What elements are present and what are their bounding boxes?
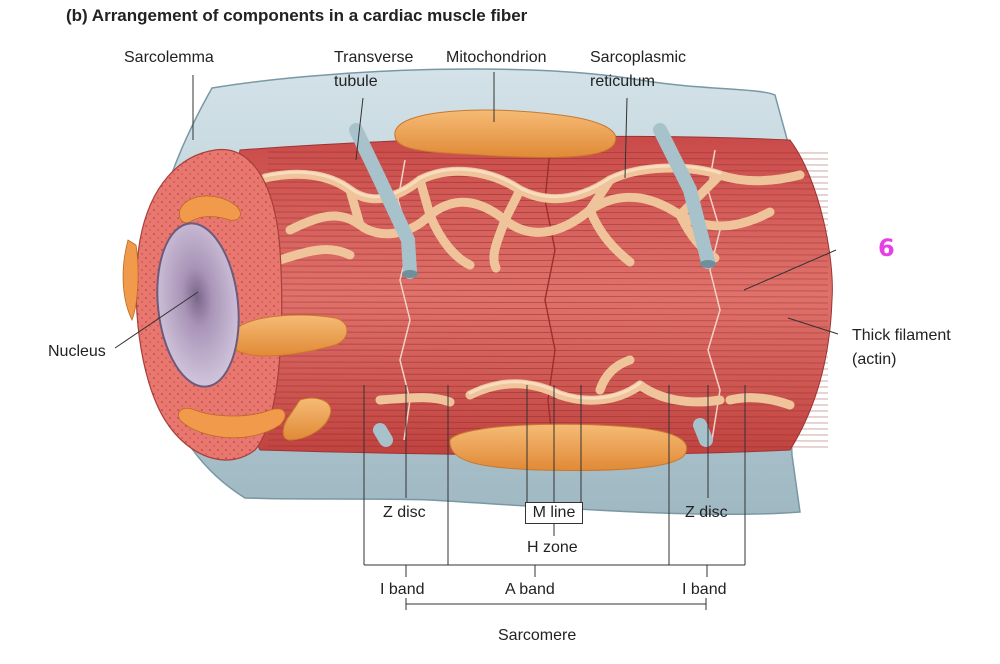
label-sarcolemma: Sarcolemma <box>124 49 214 66</box>
label-transverse-tubule-line1: Transverse <box>334 49 414 66</box>
striation-line <box>267 361 829 364</box>
sarcoplasmic-reticulum-network <box>260 163 805 410</box>
label-z-disc-right: Z disc <box>685 504 728 521</box>
sarcoplasmic-reticulum-highlight <box>263 164 722 400</box>
striation-line <box>267 331 829 334</box>
striation-line <box>267 349 829 352</box>
striation-line <box>267 295 829 298</box>
striation-line <box>267 247 829 250</box>
striation-line <box>267 259 829 262</box>
label-h-zone: H zone <box>527 539 578 556</box>
mito-cross-lower-right <box>282 397 332 441</box>
label-sarcoplasmic-line1: Sarcoplasmic <box>590 49 687 66</box>
mitochondrion-top <box>394 109 617 158</box>
striation-line <box>267 253 829 256</box>
striation-line <box>267 277 829 280</box>
striation-line <box>267 205 829 208</box>
label-a-band: A band <box>505 581 555 598</box>
striation-line <box>267 421 829 424</box>
transverse-tubules <box>349 123 715 447</box>
striation-line <box>267 337 829 340</box>
striation-line <box>267 325 829 328</box>
mito-cross-left <box>122 239 139 321</box>
striation-line <box>267 301 829 304</box>
label-z-disc-left: Z disc <box>383 504 426 521</box>
label-thick-filament-line2: (actin) <box>852 351 897 368</box>
striation-line <box>267 241 829 244</box>
label-transverse-tubule-line2: tubule <box>334 73 378 90</box>
label-i-band-left: I band <box>380 581 425 598</box>
label-sarcomere: Sarcomere <box>498 627 577 644</box>
striation-line <box>267 367 829 370</box>
label-mitochondrion: Mitochondrion <box>446 49 547 66</box>
mito-cross-bottom <box>178 407 286 439</box>
striation-line <box>267 271 829 274</box>
striation-line <box>267 373 829 376</box>
striation-line <box>267 235 829 238</box>
label-i-band-right: I band <box>682 581 727 598</box>
striation-line <box>267 157 829 160</box>
figure-title: (b) Arrangement of components in a cardi… <box>66 6 528 25</box>
striation-line <box>267 343 829 346</box>
marker-number: 6 <box>878 234 895 262</box>
band-brackets <box>363 385 746 610</box>
label-m-line: M line <box>525 502 583 524</box>
z-disc-line-right <box>707 149 721 441</box>
mitochondrion-bottom <box>449 423 688 471</box>
striation-line <box>267 409 829 412</box>
label-nucleus: Nucleus <box>48 343 106 360</box>
striation-line <box>267 289 829 292</box>
striation-line <box>267 415 829 418</box>
label-sarcoplasmic-line2: reticulum <box>590 73 655 90</box>
leader-lines <box>114 72 839 349</box>
striation-line <box>267 319 829 322</box>
nucleus-shape <box>156 222 240 388</box>
mito-cross-top <box>179 195 241 224</box>
striation-line <box>267 355 829 358</box>
striation-line <box>267 265 829 268</box>
striation-line <box>267 307 829 310</box>
striation-line <box>267 187 829 190</box>
label-thick-filament-line1: Thick filament <box>852 327 951 344</box>
striation-line <box>267 379 829 382</box>
tubule-openings <box>402 260 716 278</box>
